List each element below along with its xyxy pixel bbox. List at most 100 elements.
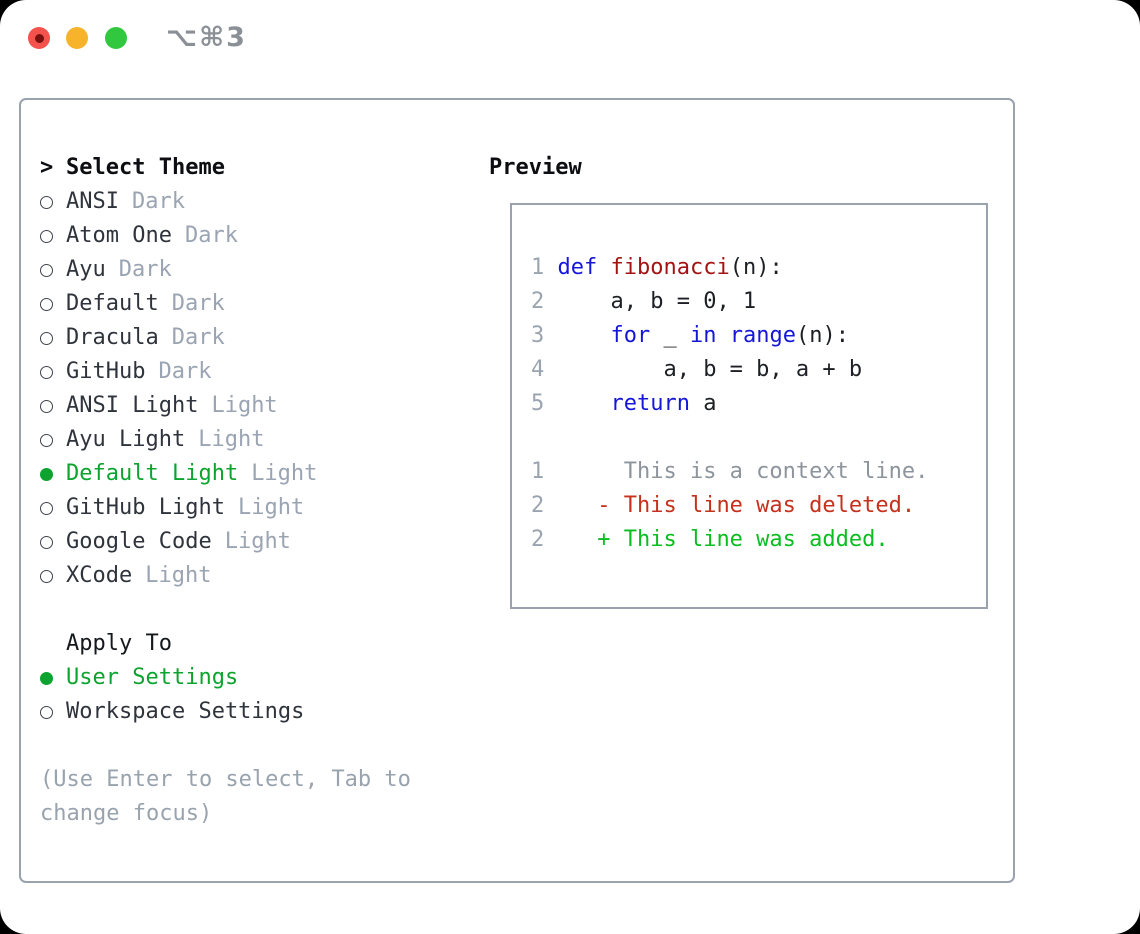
preview-line: 3 for _ in range(n): (531, 319, 986, 353)
theme-variant-tag: Light (145, 563, 212, 588)
preview-blank-line (531, 421, 986, 455)
code-token: fibonacci (610, 255, 730, 280)
spacer (40, 593, 411, 627)
code-token: in (689, 323, 717, 348)
theme-option[interactable]: Atom One Dark (40, 219, 411, 253)
preview-line: 5 return a (531, 387, 986, 421)
theme-variant-tag: Dark (131, 189, 185, 214)
preview-blank-line (531, 217, 986, 251)
theme-variant-tag: Light (224, 529, 291, 554)
code-token (597, 255, 610, 280)
code-token: - This line was deleted. (557, 493, 916, 518)
theme-option[interactable]: ANSI Dark (40, 185, 411, 219)
radio-selected-icon (40, 671, 53, 685)
theme-variant-tag: Dark (158, 359, 212, 384)
code-token: a, b = b, a + b (557, 357, 863, 382)
code-token: range (729, 323, 796, 348)
preview-line: 1 This is a context line. (531, 455, 986, 489)
minimize-button[interactable] (66, 27, 88, 49)
apply-to-option[interactable]: User Settings (40, 661, 411, 695)
hint-line-2: change focus) (40, 797, 411, 831)
preview-line: 4 a, b = b, a + b (531, 353, 986, 387)
line-number: 2 (531, 493, 545, 518)
code-token: _ (650, 323, 690, 348)
theme-name: Default Light (66, 461, 239, 486)
theme-name: XCode (66, 563, 133, 588)
code-token (558, 323, 611, 348)
line-number: 5 (531, 391, 545, 416)
radio-unselected-icon (40, 569, 53, 583)
radio-unselected-icon (40, 399, 53, 413)
radio-unselected-icon (40, 229, 53, 243)
theme-name: Ayu Light (66, 427, 186, 452)
theme-variant-tag: Light (198, 427, 265, 452)
preview-title: Preview (489, 155, 582, 180)
preview-line: 1 def fibonacci(n): (531, 251, 986, 285)
radio-unselected-icon (40, 365, 53, 379)
theme-name: Atom One (66, 223, 172, 248)
line-number: 3 (531, 323, 545, 348)
apply-to-label: User Settings (66, 665, 239, 690)
code-token: (n): (729, 255, 783, 280)
spacer (40, 729, 411, 763)
theme-option[interactable]: Google Code Light (40, 525, 411, 559)
theme-variant-tag: Light (251, 461, 318, 486)
hint-text-2: change focus) (40, 801, 213, 826)
radio-unselected-icon (40, 263, 53, 277)
code-token (716, 323, 729, 348)
radio-selected-icon (40, 467, 53, 481)
close-button[interactable] (28, 27, 50, 49)
line-number: 4 (531, 357, 545, 382)
line-number: 2 (531, 527, 545, 552)
code-token: a, b = 0, 1 (557, 289, 757, 314)
maximize-button[interactable] (105, 27, 127, 49)
select-theme-title: Select Theme (66, 155, 225, 180)
apply-to-label: Workspace Settings (66, 699, 305, 724)
preview-blank-line (531, 557, 986, 591)
apply-to-header: Apply To (40, 627, 411, 661)
radio-unselected-icon (40, 297, 53, 311)
preview-line: 2 - This line was deleted. (531, 489, 986, 523)
theme-option[interactable]: Ayu Light Light (40, 423, 411, 457)
line-number: 2 (531, 289, 545, 314)
theme-variant-tag: Light (211, 393, 278, 418)
theme-name: Default (66, 291, 159, 316)
hint-text-1: (Use Enter to select, Tab to (40, 767, 411, 792)
theme-option[interactable]: XCode Light (40, 559, 411, 593)
select-theme-header: > Select Theme (40, 151, 411, 185)
code-token (558, 391, 611, 416)
theme-name: Dracula (66, 325, 159, 350)
theme-name: Google Code (66, 529, 212, 554)
theme-name: ANSI (66, 189, 119, 214)
code-token: + This line was added. (557, 527, 889, 552)
radio-unselected-icon (40, 331, 53, 345)
radio-unselected-icon (40, 195, 53, 209)
hint-line-1: (Use Enter to select, Tab to (40, 763, 411, 797)
theme-name: Ayu (66, 257, 106, 282)
code-token: for (610, 323, 651, 348)
theme-option[interactable]: GitHub Dark (40, 355, 411, 389)
code-token: (n): (795, 323, 849, 348)
code-token: def (557, 255, 598, 280)
theme-variant-tag: Light (237, 495, 305, 520)
theme-variant-tag: Dark (184, 223, 238, 248)
preview-line: 2 a, b = 0, 1 (531, 285, 986, 319)
code-token: a (689, 391, 717, 416)
preview-line: 2 + This line was added. (531, 523, 986, 557)
theme-name: GitHub (66, 359, 146, 384)
apply-to-option[interactable]: Workspace Settings (40, 695, 411, 729)
line-number: 1 (531, 255, 545, 280)
theme-option[interactable]: Default Light Light (40, 457, 411, 491)
close-button-dot-icon (34, 33, 44, 43)
